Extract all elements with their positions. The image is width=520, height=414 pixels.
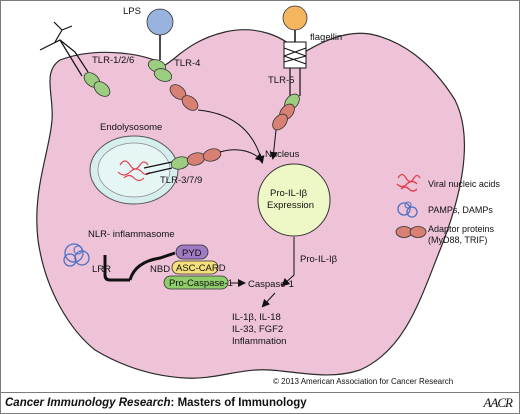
- tlr126-label: TLR-1/2/6: [92, 55, 134, 66]
- legend: Viral nucleic acids PAMPs, DAMPs Adaptor…: [395, 173, 500, 245]
- arrow-tlr379-nucleus: [219, 149, 264, 162]
- legend-adaptor-label1: Adaptor proteins: [428, 224, 495, 234]
- arrow-nucleus-caspase: [281, 237, 295, 287]
- pyd-label: PYD: [182, 248, 202, 259]
- nucleus-label: Nucleus: [265, 149, 300, 160]
- arrow-tlr5-nucleus: [269, 129, 278, 160]
- legend-viral-icon: [396, 173, 421, 192]
- legend-viral-label: Viral nucleic acids: [428, 179, 500, 189]
- tlr5-receptor: [272, 5, 308, 131]
- pro-il-arrow-label: Pro-IL-Iβ: [300, 254, 338, 265]
- nucleus-text-line1: Pro-IL-Iβ: [270, 188, 308, 199]
- pro-caspase-label: Pro-Caspase-1: [169, 278, 233, 289]
- output-line3: Inflammation: [232, 336, 286, 347]
- nucleus-text-line2: Expression: [267, 200, 314, 211]
- lps-label: LPS: [123, 6, 141, 17]
- asc-card-label: ASC-CARD: [176, 263, 226, 274]
- arrow-tlr4-nucleus: [197, 109, 265, 164]
- cell-membrane: [36, 29, 465, 379]
- aacr-logo: AACR: [483, 395, 513, 410]
- tlr379-label: TLR-3/7/9: [160, 175, 202, 186]
- endolysosome-label: Endolysosome: [100, 122, 162, 133]
- nucleus: [257, 163, 331, 237]
- output-line1: IL-1β, IL-18: [232, 312, 281, 323]
- footer-title: Cancer Immunology Research: Masters of I…: [5, 397, 307, 409]
- tlr-126-receptor: [39, 21, 111, 97]
- footer-series: Masters of Immunology: [174, 397, 307, 409]
- tlr4-receptor: [146, 8, 199, 111]
- nbd-label: NBD: [150, 264, 170, 275]
- output-line2: IL-33, FGF2: [232, 324, 283, 335]
- flagellin-label: flagellin: [310, 32, 342, 43]
- tlr5-label: TLR-5: [268, 75, 294, 86]
- nlr-inflammasome-label: NLR- inflammasome: [88, 229, 175, 240]
- legend-pamp-icon: [397, 201, 418, 218]
- inflammasome-complex: [63, 243, 229, 290]
- copyright-text: © 2013 American Association for Cancer R…: [273, 377, 454, 386]
- endolysosome: [89, 135, 222, 205]
- footer-sep: :: [170, 397, 175, 409]
- legend-pamps-label: PAMPs, DAMPs: [428, 205, 493, 215]
- footer-journal: Cancer Immunology Research: [5, 397, 171, 409]
- arrow-caspase-output: [261, 292, 276, 308]
- legend-adaptor-icon: [395, 226, 427, 238]
- lrr-label: LRR: [92, 264, 111, 275]
- pamp-cluster-inflammasome: [63, 243, 90, 267]
- caspase-label: Caspase-1: [248, 279, 294, 290]
- legend-adaptor-label2: (MyD88, TRIF): [428, 235, 487, 245]
- footer-bar: Cancer Immunology Research: Masters of I…: [0, 392, 520, 414]
- tlr4-label: TLR-4: [174, 58, 200, 69]
